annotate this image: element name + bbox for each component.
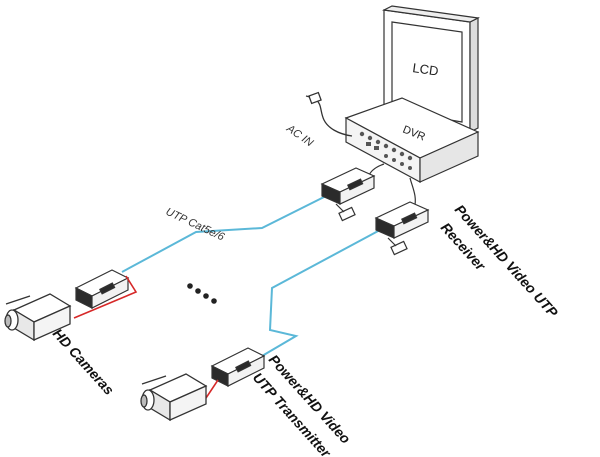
receiver-upper xyxy=(320,167,376,222)
utp-cables xyxy=(121,195,381,357)
power-wire-upper xyxy=(73,275,138,319)
dvr-unit: DVR xyxy=(344,97,480,184)
receiver-lower xyxy=(374,201,430,256)
hd-cameras-label: HD Cameras xyxy=(50,325,118,398)
power-wire-lower xyxy=(205,379,219,399)
ac-in-label: AC IN xyxy=(283,122,315,149)
more-cameras-dots xyxy=(187,283,217,304)
utp-cable-2 xyxy=(261,229,381,357)
transmitter-upper xyxy=(74,269,130,309)
dvr-ports xyxy=(359,131,413,170)
hd-camera-lower xyxy=(140,373,208,422)
lcd-label: LCD xyxy=(412,60,440,78)
hd-camera-upper xyxy=(4,293,72,342)
ac-power-plug xyxy=(305,91,353,137)
cable-label: UTP Cat5e/6 xyxy=(164,206,227,244)
transmitter-lower xyxy=(210,347,266,387)
utp-cable-1 xyxy=(121,195,327,273)
